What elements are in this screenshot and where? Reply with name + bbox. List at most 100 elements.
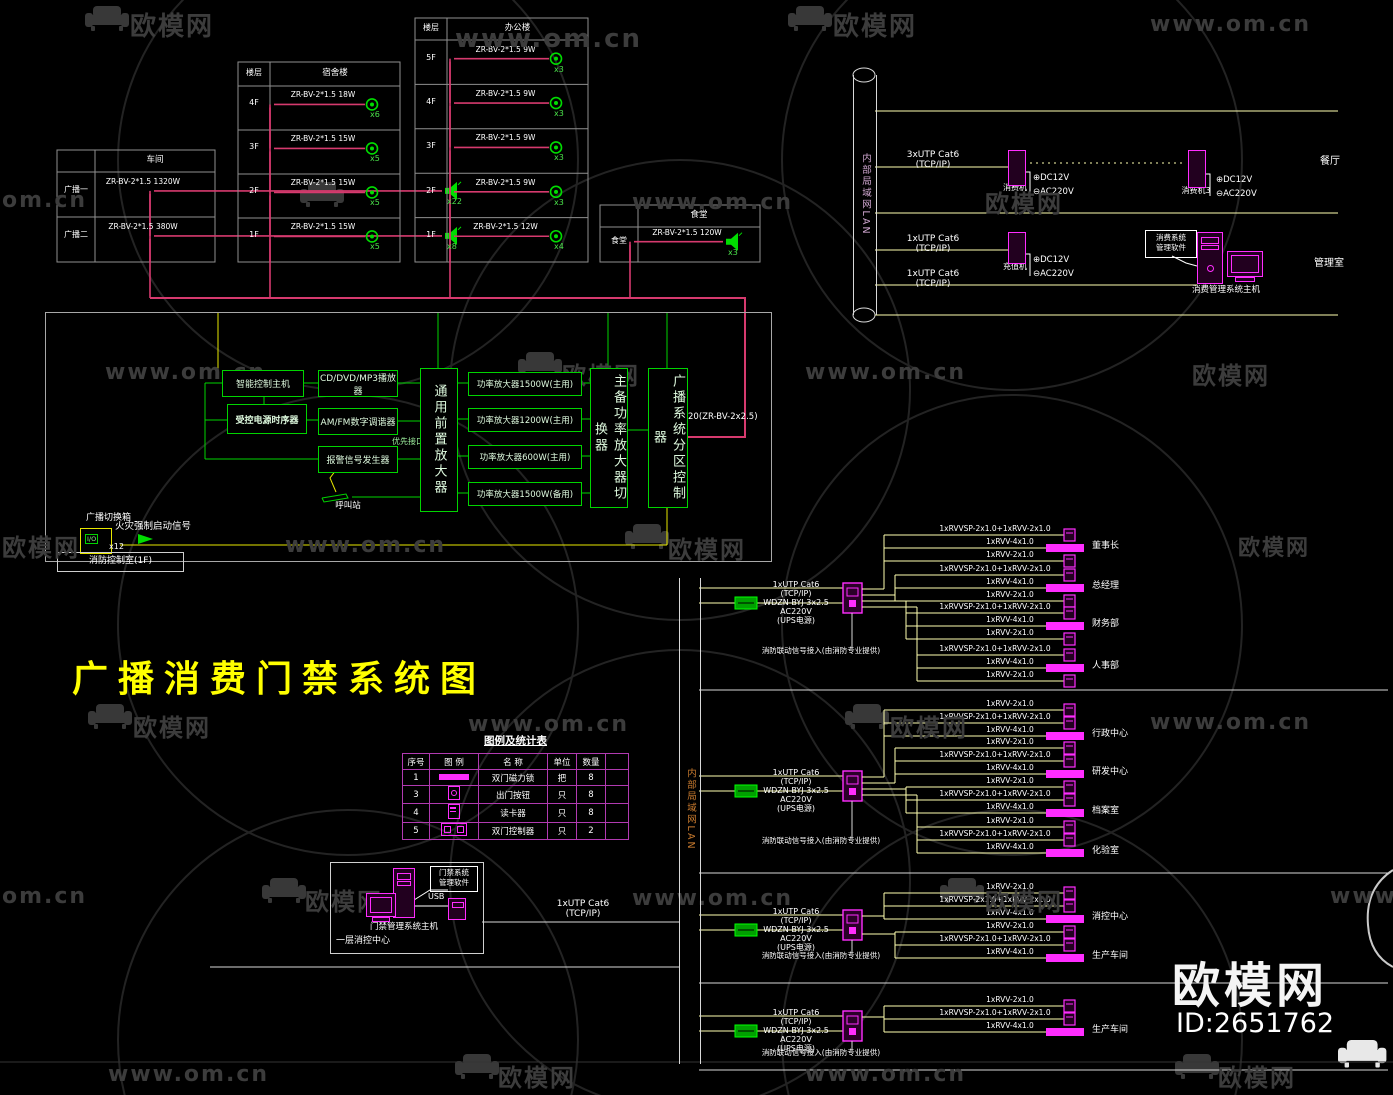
- shape: [1063, 833, 1076, 847]
- access-uplink-cable: 1xUTP Cat6: [556, 899, 610, 909]
- shape: [1046, 544, 1084, 552]
- legend-header: 图 例: [429, 753, 479, 770]
- pa-preamp: 通用前置放大器: [420, 368, 458, 512]
- watermark-text: 欧模网: [2, 534, 80, 562]
- feed-label: 1xUTP Cat6: [772, 768, 820, 777]
- sofa-watermark-icon: [845, 704, 889, 729]
- shape: [1046, 809, 1084, 817]
- page-title: 广播消费门禁系统图: [72, 659, 487, 700]
- pos2-ac-label: ⊖AC220V: [1216, 189, 1257, 199]
- lan-top-bar: 内部局域网LAN: [853, 75, 877, 315]
- pos1-ac-label: ⊖AC220V: [1033, 187, 1074, 197]
- consumption-host-label: 消费管理系统主机: [1191, 285, 1260, 295]
- watermark-text: www.om.cn: [108, 1062, 270, 1087]
- branch-cable-label: 1xRVVSP-2x1.0+1xRVV-2x1.0: [939, 789, 1051, 798]
- speaker-qty: x3: [554, 197, 564, 207]
- shape: [1046, 849, 1084, 857]
- shape: [1063, 793, 1076, 807]
- room-label: 生产车间: [1092, 951, 1129, 961]
- fire-signal-arrow: [138, 534, 153, 544]
- ceiling-speaker-icon: [549, 96, 563, 110]
- watermark-arc: [1366, 869, 1393, 968]
- room-label: 董事长: [1092, 541, 1120, 551]
- sofa-watermark-icon: [262, 878, 306, 903]
- sofa-watermark-icon: [788, 6, 832, 31]
- sofa-watermark-icon: [300, 182, 344, 207]
- pa-system-frame: [45, 312, 772, 562]
- riser-col-name: 食堂: [690, 210, 708, 220]
- consumption-host-tower: [1197, 232, 1223, 284]
- watermark-text: 欧模网: [498, 1064, 576, 1092]
- maglock-icon: [439, 773, 469, 780]
- cable-spec-label: ZR-BV-2*1.5 380W: [108, 221, 178, 231]
- shape: [1063, 528, 1076, 542]
- wire: [457, 226, 462, 231]
- consumption-software-callout: 消费系统 管理软件: [1145, 230, 1197, 258]
- speaker-qty: x5: [370, 242, 380, 252]
- branch-cable-label: 1xRVVSP-2x1.0+1xRVV-2x1.0: [939, 564, 1051, 573]
- horn-speaker-icon: [726, 232, 738, 251]
- fire-signal-label: 火灾强制启动信号: [115, 521, 192, 532]
- branch-cable-label: 1xRVVSP-2x1.0+1xRVV-2x1.0: [939, 750, 1051, 759]
- ceiling-speaker-icon: [549, 229, 563, 243]
- ceiling-speaker-icon: [365, 142, 379, 155]
- cable-spec-label: ZR-BV-2*1.5 15W: [290, 178, 356, 188]
- branch-cable-label: 1xRVV-2x1.0: [986, 699, 1034, 708]
- access-center-box: [330, 862, 484, 954]
- access-uplink-proto: (TCP/IP): [565, 909, 601, 919]
- shape: [1063, 754, 1076, 768]
- wire: [1024, 171, 1031, 194]
- branch-cable-label: 1xRVV-4x1.0: [986, 725, 1034, 734]
- riser-row-label: 广播一: [64, 184, 88, 194]
- area-office-label: 管理室: [1314, 258, 1344, 269]
- speaker-qty: x22: [447, 196, 462, 206]
- shape: [1046, 732, 1084, 740]
- cable-spec-label: ZR-BV-2*1.5 120W: [652, 227, 722, 237]
- fire-control-room-label: 消防控制室(1F): [89, 556, 152, 566]
- branch-cable-label: 1xRVV-4x1.0: [986, 947, 1034, 956]
- feed-label: AC220V: [780, 607, 812, 616]
- branch-cable-label: 1xRVV-2x1.0: [986, 550, 1034, 559]
- watermark-circle: [449, 649, 911, 1095]
- usb-label: USB: [428, 892, 445, 901]
- room-label: 生产车间: [1092, 1025, 1129, 1035]
- speaker-qty: x3: [554, 109, 564, 119]
- wire: [1204, 173, 1211, 196]
- legend-header: [605, 753, 629, 770]
- riser-row-label: 广播二: [64, 229, 88, 239]
- watermark-text: 欧模网: [1218, 1064, 1296, 1092]
- feed-label: (TCP/IP): [780, 916, 812, 925]
- shape: [1063, 554, 1076, 568]
- feed-label: 1xUTP Cat6: [772, 1008, 820, 1017]
- card-reader-icon: [448, 804, 460, 819]
- branch-cable-label: 1xRVVSP-2x1.0+1xRVV-2x1.0: [939, 934, 1051, 943]
- branch-cable-label: 1xRVV-4x1.0: [986, 802, 1034, 811]
- sofa-watermark-icon: [85, 6, 129, 31]
- shape: [56, 149, 216, 263]
- watermark-text: 欧模网: [833, 12, 918, 42]
- fire-control-room-box: 消防控制室(1F): [57, 552, 184, 572]
- shape: [1063, 899, 1076, 913]
- watermark-text: www.om.cn: [1150, 710, 1312, 735]
- feed-label: (UPS电源): [777, 616, 815, 625]
- watermark-text: 欧模网: [985, 888, 1063, 916]
- pa-control-host: 智能控制主机: [222, 370, 304, 397]
- recharge-terminal-label: 充值机: [1003, 262, 1027, 271]
- access-host-monitor: [366, 893, 396, 917]
- branch-cable-label: 1xRVV-4x1.0: [986, 657, 1034, 666]
- branch-cable-label: 1xRVV-2x1.0: [986, 816, 1034, 825]
- access-host-tower: [393, 868, 415, 918]
- branch-cable-label: 1xRVV-4x1.0: [986, 615, 1034, 624]
- cable-spec-label: ZR-BV-2*1.5 9W: [475, 44, 536, 54]
- door-controller-icon: [441, 823, 467, 836]
- shape: [1063, 568, 1076, 582]
- pos-terminal-1-label: 消费机: [1003, 183, 1027, 192]
- ceiling-speaker-icon: [549, 52, 563, 65]
- shape: [1063, 716, 1076, 730]
- feed-label: (TCP/IP): [780, 1017, 812, 1026]
- consumption-host-monitor-base: [1235, 277, 1255, 282]
- sofa-watermark-icon: [940, 878, 984, 903]
